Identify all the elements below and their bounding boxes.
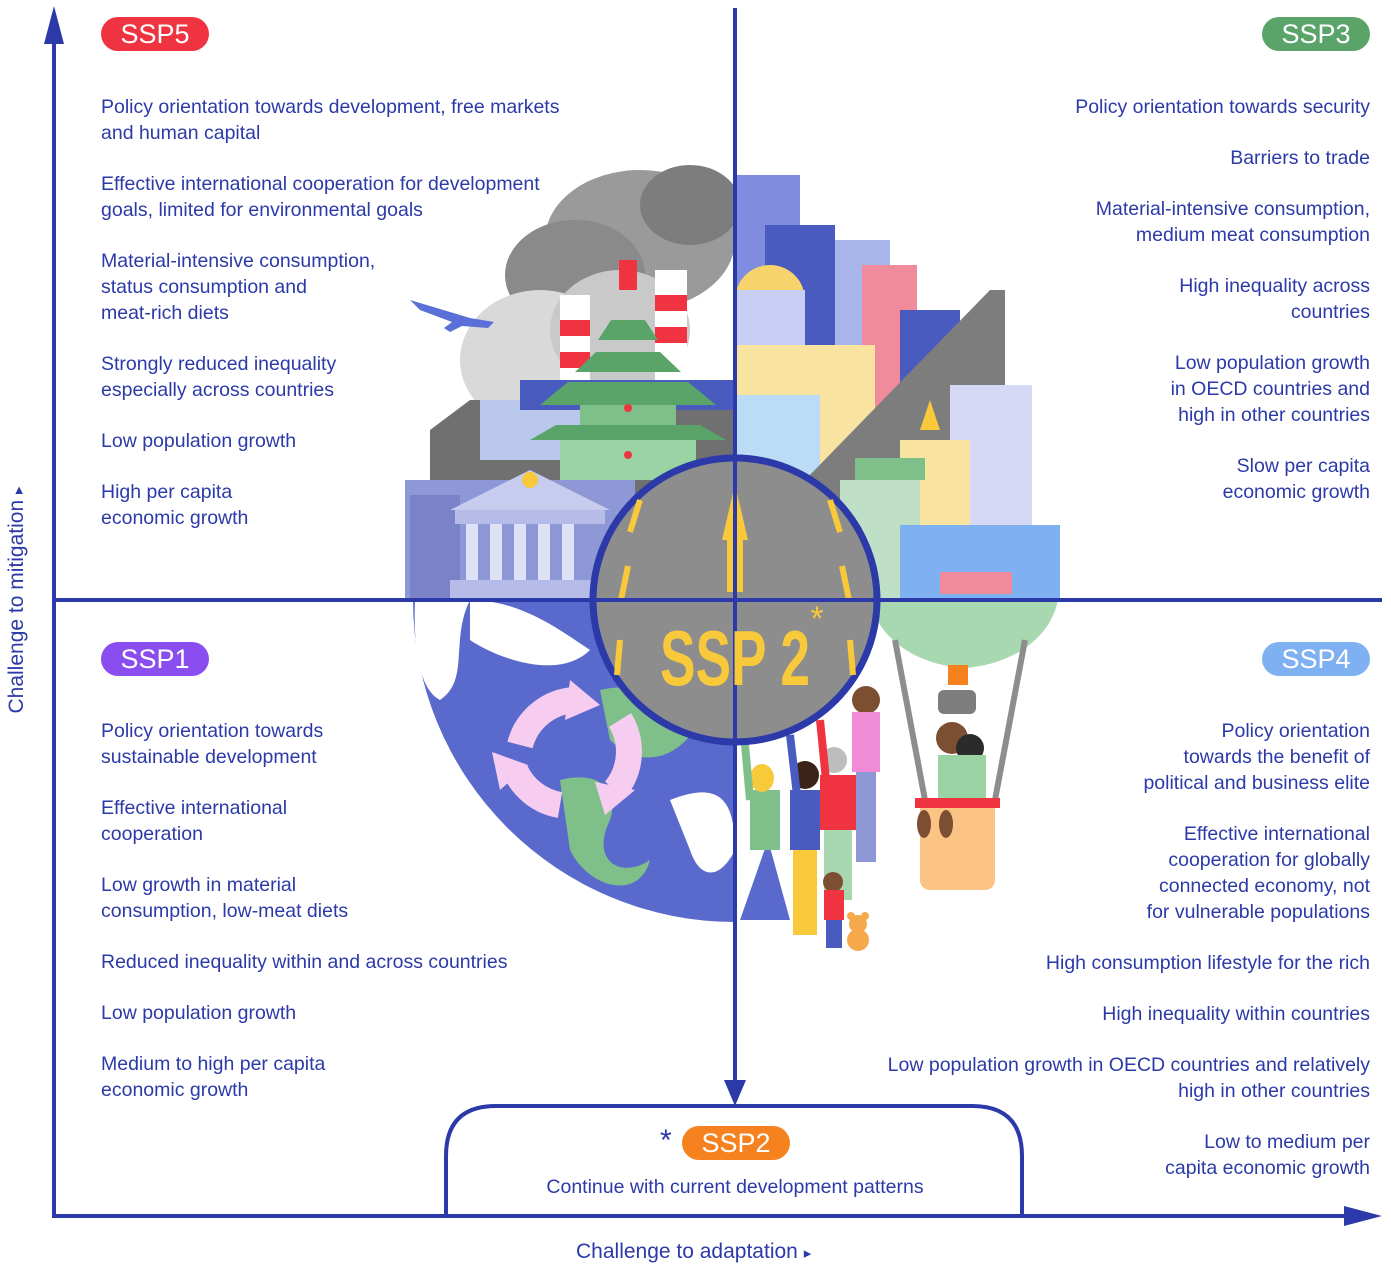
teddy-bear-icon [847,912,869,951]
ssp1-item: Medium to high per capita economic growt… [101,1053,326,1101]
ssp3-item: Low population growth in OECD countries … [1170,352,1370,426]
ssp5-list: Policy orientation towards development, … [101,94,641,556]
pagoda-icon [530,260,726,480]
ssp4-item: Low population growth in OECD countries … [887,1054,1370,1102]
ssp1-badge: SSP1 [101,642,209,676]
ssp1-item: Low growth in material consumption, low-… [101,874,349,922]
ssp4-item: Low to medium per capita economic growth [1165,1131,1370,1179]
ssp4-item: Policy orientation towards the benefit o… [1143,720,1370,794]
ssp4-item: Effective international cooperation for … [1146,823,1370,923]
airplane-icon [410,300,494,332]
ssp1-list: Policy orientation towards sustainable d… [101,718,581,1128]
ssp1-item: Reduced inequality within and across cou… [101,951,508,973]
y-axis [44,6,64,1218]
ssp2-description: Continue with current development patter… [546,1176,924,1198]
recycle-arrows-icon [503,687,642,818]
ssp4-badge: SSP4 [1262,642,1370,676]
x-axis-label: Challenge to adaptation ▸ [576,1240,812,1263]
ssp2-box-outline [444,1104,1024,1216]
y-axis-label-arrow: ▸ [10,486,27,495]
center-ssp2-label: SSP 2 [660,614,810,702]
ssp5-item: Low population growth [101,430,297,452]
ssp2-badge: SSP2 [682,1126,790,1160]
ssp3-item: High inequality across countries [1179,275,1370,323]
ssp5-item: Material-intensive consumption, status c… [101,250,376,324]
ssp4-item: High consumption lifestyle for the rich [1045,952,1370,974]
ssp5-item: Strongly reduced inequality especially a… [101,353,337,401]
ssp3-item: Slow per capita economic growth [1222,455,1370,503]
ssp3-badge: SSP3 [1262,17,1370,51]
ssp4-item: High inequality within countries [1102,1003,1370,1025]
ssp5-item: Policy orientation towards development, … [101,96,560,144]
people-group-icon [740,686,880,948]
ssp5-badge: SSP5 [101,17,209,51]
ssp2-asterisk: * [660,1124,672,1157]
city-skyline-icon [735,175,1060,600]
y-axis-label: Challenge to mitigation ▸ [5,486,28,714]
ssp3-list: Policy orientation towards security Barr… [960,94,1370,530]
ssp3-item: Policy orientation towards security [1075,96,1370,118]
ssp1-item: Low population growth [101,1002,297,1024]
ssp3-item: Barriers to trade [1230,147,1370,169]
hot-air-balloon-icon [870,600,1058,890]
x-axis-label-arrow: ▸ [803,1245,812,1262]
ssp5-item: High per capita economic growth [101,481,249,529]
ssp1-item: Policy orientation towards sustainable d… [101,720,324,768]
bank-building-icon [405,470,635,600]
center-asterisk: * [810,600,823,638]
ssp3-item: Material-intensive consumption, medium m… [1095,198,1370,246]
ssp1-item: Effective international cooperation [101,797,288,845]
x-axis [52,1206,1382,1226]
ssp4-list: Policy orientation towards the benefit o… [800,718,1370,1206]
ssp5-item: Effective international cooperation for … [101,173,540,221]
vertical-divider [724,8,746,1106]
